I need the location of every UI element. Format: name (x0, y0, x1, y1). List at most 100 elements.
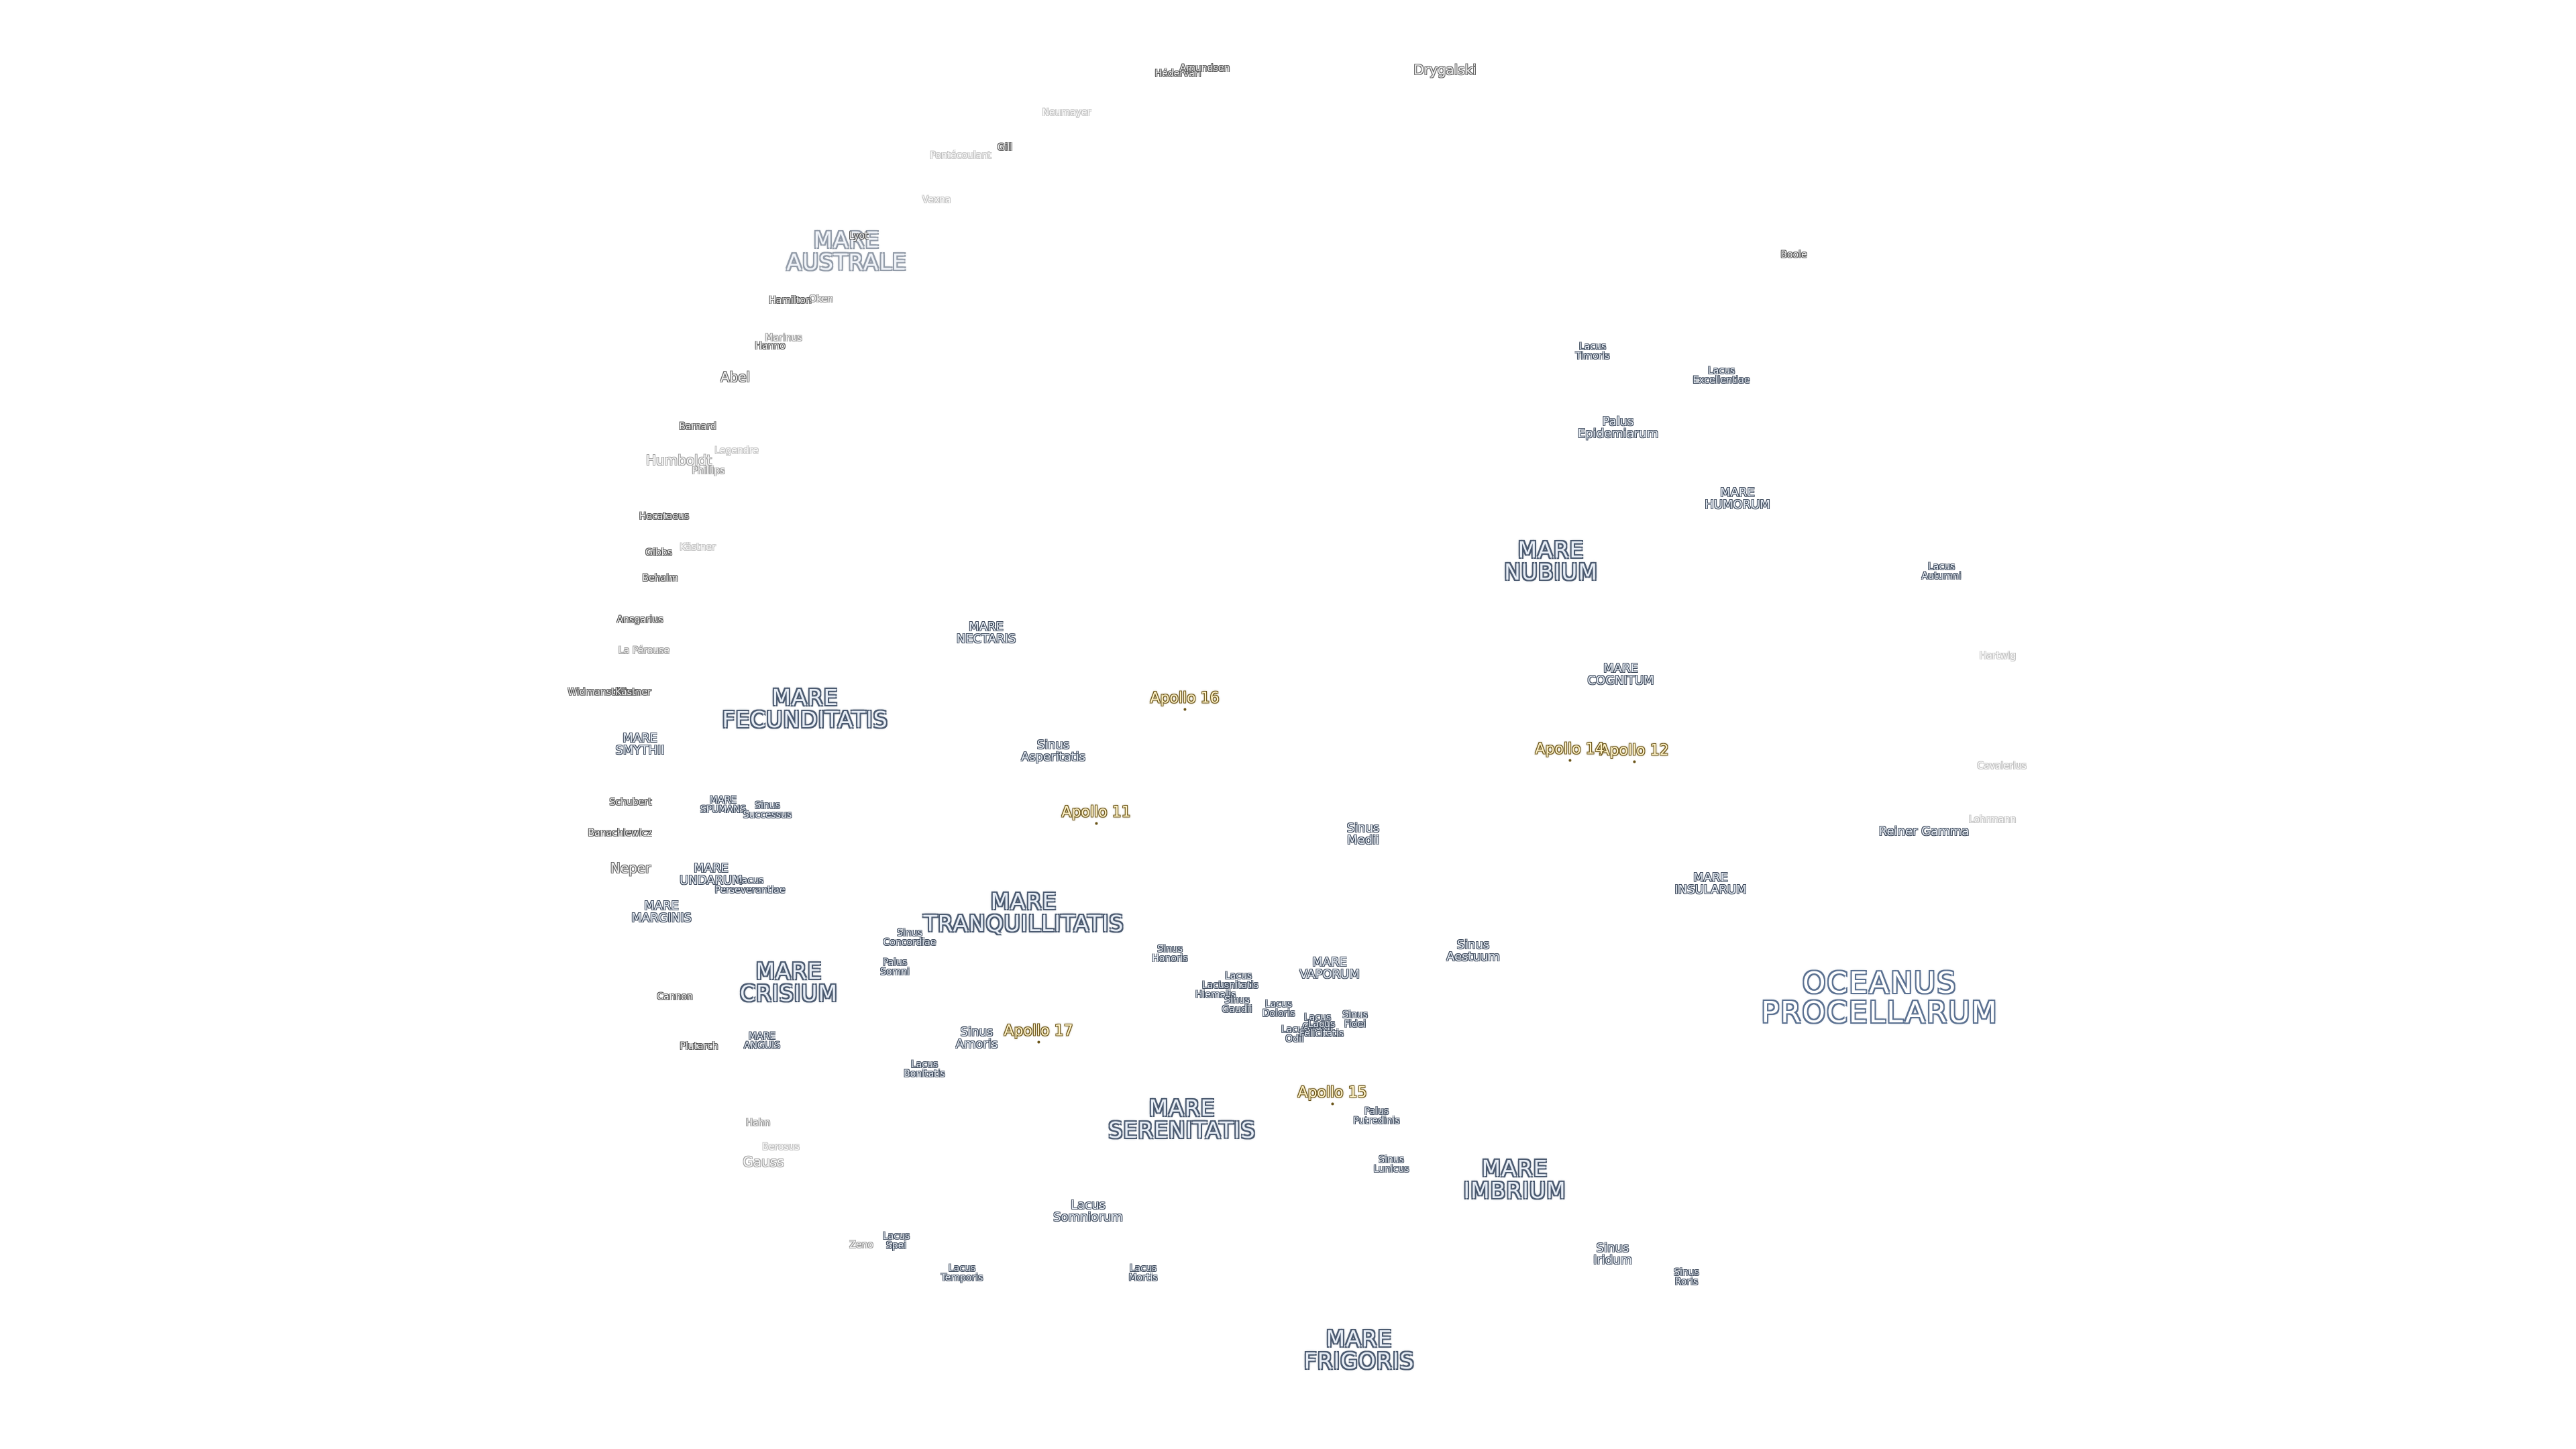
label-crater-barnard: Barnard (679, 421, 716, 432)
apollo-14-label: Apollo 14 (1535, 741, 1605, 758)
apollo-16-site[interactable]: Apollo 16 (1150, 690, 1220, 711)
label-crater-schubert: Schubert (609, 797, 652, 808)
label-crater-lyot: Lyot (849, 231, 869, 241)
label-sinus-fidei: Sinus Fidei (1342, 1010, 1368, 1030)
label-sinus-amoris: Sinus Amoris (955, 1025, 998, 1051)
label-lacus-perseverantiae: Lacus Perseverantiae (714, 875, 786, 896)
label-crater-banachiewicz: Banachiewicz (588, 828, 652, 839)
label-lacus-odii: Lacus Odii (1281, 1024, 1309, 1044)
label-crater-hamilton: Hamilton (769, 295, 812, 306)
apollo-15-label: Apollo 15 (1297, 1084, 1367, 1102)
label-lacus-excellentiae: Lacus Excellentiae (1693, 366, 1750, 386)
label-crater-gill: Gill (997, 142, 1013, 153)
label-crater-hedervari: Hédervári (1155, 68, 1201, 79)
label-lacus-temporis: Lacus Temporis (941, 1263, 983, 1283)
label-crater-plutarch: Plutarch (680, 1041, 718, 1052)
label-sinus-honoris: Sinus Honoris (1152, 944, 1188, 964)
landing-site-marker-icon (1568, 759, 1571, 762)
landing-site-marker-icon (1633, 760, 1635, 763)
label-lacus-lenitatis: Lacus Lenitatis (1218, 971, 1258, 991)
label-mare-imbrium: MARE IMBRIUM (1463, 1155, 1566, 1203)
label-crater-amundsen: Amundsen (1179, 63, 1230, 74)
label-crater-la-perouse: La Pérouse (618, 645, 670, 656)
label-crater-kastner: Kästner (680, 542, 716, 553)
label-lacus-bonitatis: Lacus Bonitatis (904, 1059, 945, 1079)
label-lacus-autumni: Lacus Autumni (1921, 561, 1962, 582)
label-lacus-mortis: Lacus Mortis (1128, 1263, 1158, 1283)
label-sinus-iridum: Sinus Iridum (1593, 1241, 1633, 1267)
label-sinus-successus: Sinus Successus (743, 800, 792, 820)
label-crater-hartwig: Hartwig (1979, 651, 2017, 661)
apollo-12-site[interactable]: Apollo 12 (1599, 742, 1669, 763)
label-sinus-asperitatis: Sinus Asperitatis (1020, 738, 1086, 764)
label-mare-crisium: MARE CRISIUM (739, 958, 839, 1006)
label-crater-drygalski: Drygalski (1413, 62, 1477, 78)
label-mare-cognitum: MARE COGNITUM (1587, 661, 1654, 688)
label-sinus-medii: Sinus Medii (1346, 821, 1380, 847)
label-crater-boole: Boole (1780, 250, 1807, 260)
label-mare-anguis: MARE ANGUIS (743, 1031, 781, 1051)
label-crater-widmanstatten: Widmanstätten (568, 687, 640, 698)
label-sinus-roris: Sinus Roris (1674, 1267, 1699, 1287)
label-crater-abel: Abel (720, 369, 751, 385)
label-crater-legendre: Legendre (714, 445, 759, 456)
label-sinus-concordiae: Sinus Concordiae (883, 928, 936, 948)
label-lacus-doloris: Lacus Doloris (1262, 999, 1295, 1019)
label-crater-marinus: Marinus (765, 333, 802, 343)
apollo-16-label: Apollo 16 (1150, 690, 1220, 707)
label-sinus-lunicus: Sinus Lunicus (1373, 1155, 1409, 1175)
label-mare-insularum: MARE INSULARUM (1674, 871, 1747, 897)
label-reiner-gamma: Reiner Gamma (1878, 824, 1970, 839)
label-mare-spumans: MARE SPUMANS (700, 795, 747, 815)
label-mare-smythii: MARE SMYTHII (615, 731, 665, 757)
apollo-11-label: Apollo 11 (1061, 804, 1131, 821)
apollo-17-label: Apollo 17 (1004, 1022, 1073, 1040)
label-lacus-felicitatis: Lacus Felicitatis (1299, 1019, 1344, 1039)
label-crater-zeno: Zeno (849, 1240, 873, 1250)
label-lacus-somniorum: Lacus Somniorum (1053, 1198, 1123, 1224)
label-mare-fecunditatis: MARE FECUNDITATIS (722, 684, 888, 733)
landing-site-marker-icon (1331, 1102, 1334, 1106)
label-crater-behaim: Behaim (642, 573, 678, 584)
label-crater-vexna: Vexna (922, 195, 951, 205)
label-mare-tranquillitatis: MARE TRANQUILLITATIS (923, 888, 1124, 936)
landing-site-marker-icon (1095, 822, 1097, 825)
apollo-11-site[interactable]: Apollo 11 (1061, 804, 1131, 825)
label-crater-hanno: Hanno (755, 341, 786, 352)
label-crater-cannon: Cannon (657, 991, 693, 1002)
label-crater-phillips: Phillips (692, 466, 725, 476)
label-lacus-timoris: Lacus Timoris (1575, 341, 1610, 362)
label-crater-lohrmann: Lohrmann (1968, 814, 2017, 825)
apollo-14-site[interactable]: Apollo 14 (1535, 741, 1605, 762)
label-crater-gibbs: Gibbs (645, 547, 672, 558)
label-sinus-gaudii: Sinus Gaudii (1222, 995, 1252, 1015)
apollo-12-label: Apollo 12 (1599, 742, 1669, 759)
label-crater-pontecoulant: Pontécoulant (930, 150, 991, 161)
label-crater-hahn: Hahn (745, 1118, 771, 1128)
apollo-17-site[interactable]: Apollo 17 (1004, 1023, 1073, 1044)
label-mare-undarum: MARE UNDARUM (680, 861, 743, 888)
label-lacus-gaudii: Lacus Gaudii (1302, 1012, 1333, 1032)
label-crater-kastner-2: Kästner (615, 687, 651, 698)
label-palus-somni: Palus Somni (880, 957, 910, 977)
landing-site-marker-icon (1037, 1040, 1040, 1044)
label-crater-cavalerius: Cavalerius (1977, 761, 2027, 771)
label-mare-humorum: MARE HUMORUM (1705, 486, 1770, 512)
label-mare-vaporum: MARE VAPORUM (1299, 955, 1360, 981)
label-oceanus-procellarum: OCEANUS PROCELLARUM (1761, 966, 1998, 1030)
label-lacus-hiemalis: Lacus Hiemalis (1195, 980, 1236, 1000)
label-mare-marginis: MARE MARGINIS (631, 899, 692, 925)
apollo-15-site[interactable]: Apollo 15 (1297, 1084, 1367, 1106)
label-crater-berosus: Berosus (762, 1142, 800, 1152)
landing-site-marker-icon (1183, 708, 1186, 711)
label-lacus-spei: Lacus Spei (882, 1231, 910, 1251)
label-mare-serenitatis: MARE SERENITATIS (1108, 1095, 1256, 1143)
label-crater-gauss: Gauss (743, 1154, 784, 1170)
label-crater-oken: Oken (808, 294, 834, 305)
label-palus-putredinis: Palus Putredinis (1353, 1106, 1400, 1126)
label-mare-nectaris: MARE NECTARIS (956, 620, 1016, 646)
label-crater-humboldt: Humboldt (645, 452, 712, 468)
label-crater-neper: Neper (610, 860, 651, 876)
label-mare-nubium: MARE NUBIUM (1504, 537, 1598, 585)
